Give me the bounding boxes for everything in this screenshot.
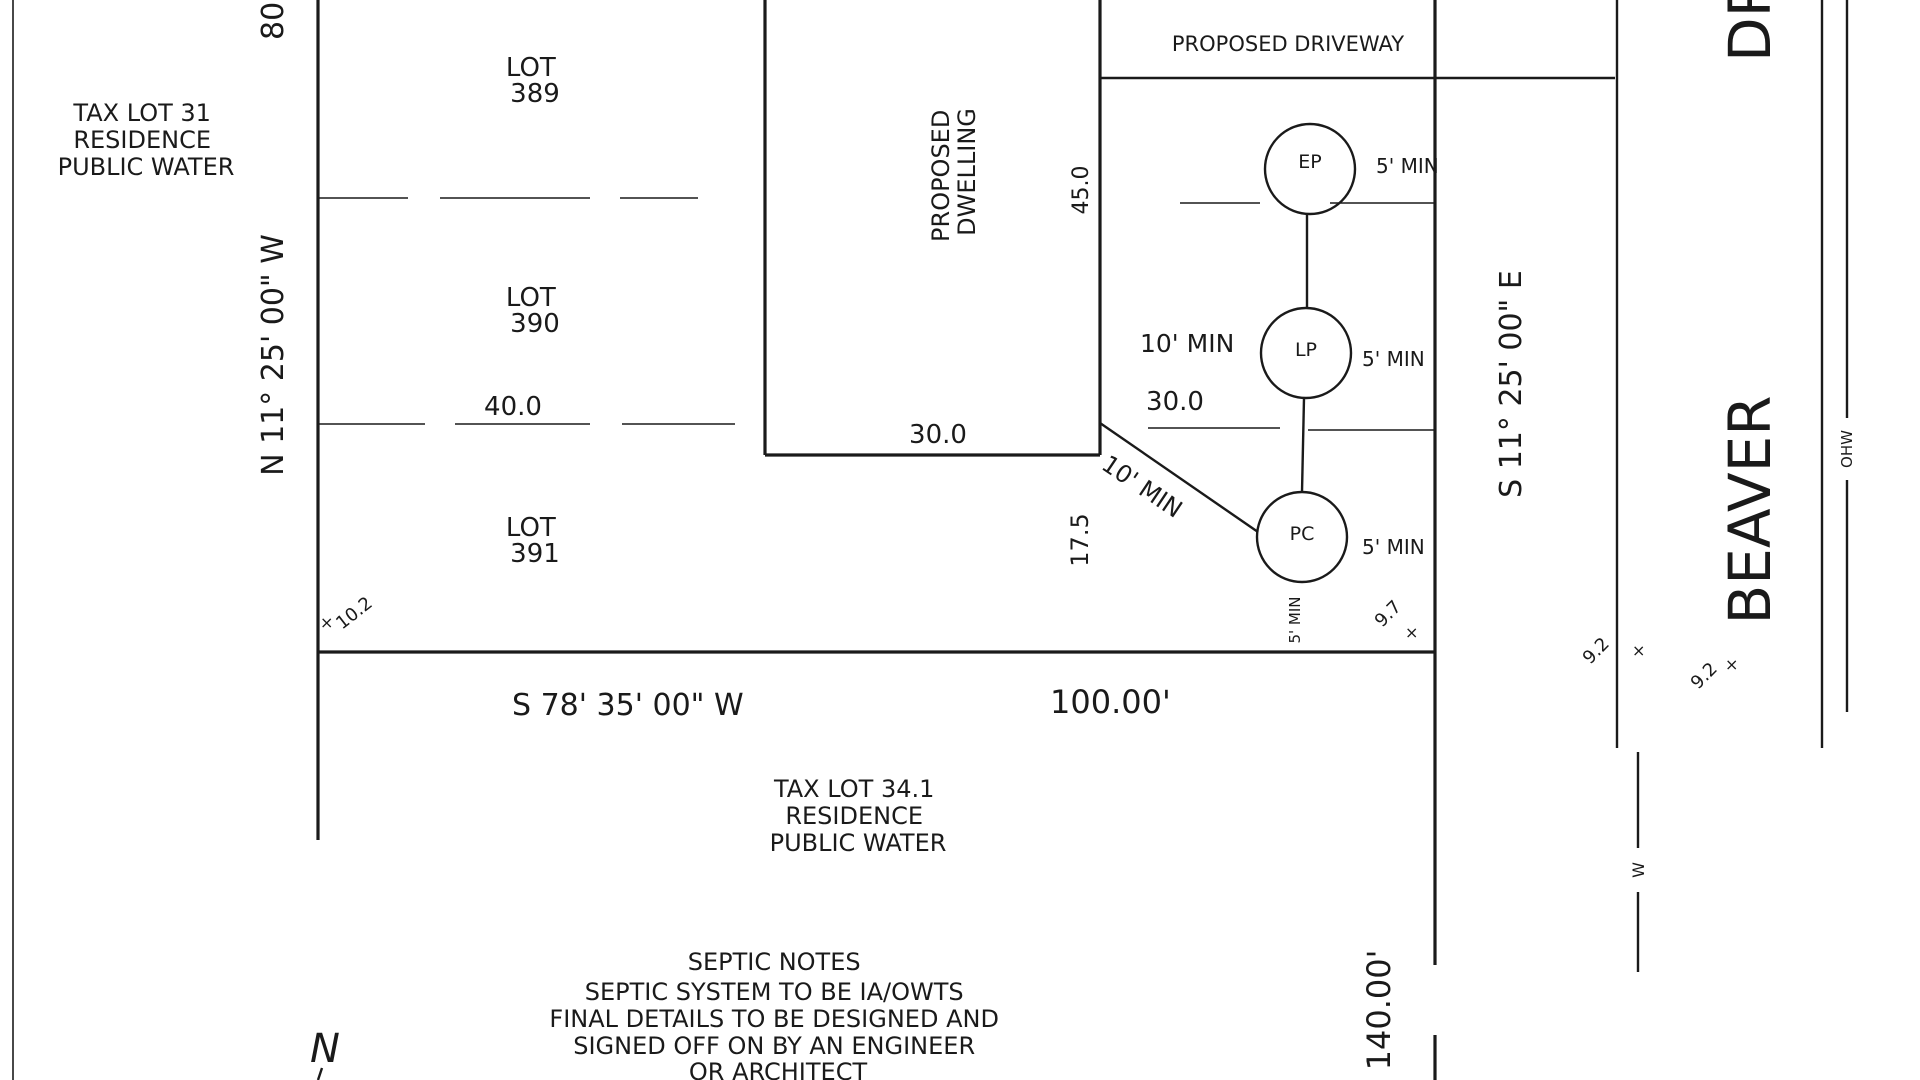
septic-notes: SEPTIC NOTES SEPTIC SYSTEM TO BE IA/OWTS… bbox=[549, 948, 1006, 1080]
septic-lp-code: LP bbox=[1295, 339, 1317, 361]
north-arrow-icon: N bbox=[310, 1026, 340, 1080]
elevation-mark-sw: × bbox=[320, 613, 333, 632]
elevation-se: 9.7 bbox=[1371, 596, 1406, 631]
west-bearing-fragment: 80 bbox=[256, 2, 291, 40]
septic-lp-circle bbox=[1259, 306, 1353, 400]
dwelling-width-label: 30.0 bbox=[909, 420, 967, 450]
septic-lp-min: 5' MIN bbox=[1362, 347, 1425, 371]
road-name-label: BEAVER bbox=[1716, 395, 1784, 624]
lot-389-label: LOT 389 bbox=[506, 53, 564, 109]
east-length-label: 140.00' bbox=[1360, 950, 1398, 1071]
ohw-label: OHW bbox=[1838, 430, 1856, 468]
dwelling-depth-label: 45.0 bbox=[1069, 166, 1094, 215]
septic-link-lp-pc bbox=[1300, 397, 1306, 493]
east-bearing-label: S 11° 25' 00" E bbox=[1494, 270, 1529, 498]
lot-390-label: LOT 390 bbox=[506, 283, 564, 339]
septic-ep-code: EP bbox=[1298, 151, 1321, 173]
elevation-sw: 10.2 bbox=[332, 593, 377, 634]
dwelling-label: PROPOSED DWELLING bbox=[927, 102, 981, 242]
driveway-label: PROPOSED DRIVEWAY bbox=[1172, 32, 1404, 56]
lot-labels: LOT 389 LOT 390 LOT 391 bbox=[506, 53, 564, 569]
elevation-mark-road-a: × bbox=[1632, 641, 1645, 660]
lot-391-label: LOT 391 bbox=[506, 513, 564, 569]
linework bbox=[12, 0, 1849, 1080]
bottom-min-label: 5' MIN bbox=[1286, 596, 1304, 643]
road-name-fragment: DR bbox=[1716, 0, 1784, 62]
south-bearing-label: S 78' 35' 00" W bbox=[512, 688, 744, 723]
lot-line-40-label: 40.0 bbox=[484, 392, 542, 422]
setback-17-5-label: 17.5 bbox=[1066, 513, 1094, 566]
tax-lot-34-1-label: TAX LOT 34.1 RESIDENCE PUBLIC WATER bbox=[770, 775, 947, 857]
south-length-label: 100.00' bbox=[1050, 683, 1171, 721]
septic-pc-circle bbox=[1255, 490, 1349, 584]
elevation-mark-se: × bbox=[1405, 623, 1418, 642]
min-10-label-a: 10' MIN bbox=[1140, 329, 1234, 358]
north-arrow-shaft bbox=[316, 1067, 324, 1080]
tax-lot-31-label: TAX LOT 31 RESIDENCE PUBLIC WATER bbox=[58, 99, 235, 181]
setback-30-label: 30.0 bbox=[1146, 387, 1204, 417]
elevation-mark-road-b: × bbox=[1725, 655, 1738, 674]
elevation-road-a: 9.2 bbox=[1579, 633, 1614, 668]
west-bearing-label: N 11° 25' 00" W bbox=[256, 234, 291, 476]
elevation-road-b: 9.2 bbox=[1687, 658, 1722, 693]
septic-notes-title: SEPTIC NOTES bbox=[688, 948, 861, 976]
septic-pc-min: 5' MIN bbox=[1362, 535, 1425, 559]
septic-ep-circle bbox=[1263, 122, 1357, 216]
min-10-label-b: 10' MIN bbox=[1097, 450, 1188, 524]
north-arrow-letter: N bbox=[310, 1026, 340, 1072]
setback-diagonal-line bbox=[1099, 422, 1259, 533]
water-line-label: W bbox=[1629, 862, 1648, 878]
septic-ep-min: 5' MIN bbox=[1376, 154, 1439, 178]
septic-pc-code: PC bbox=[1290, 523, 1315, 545]
